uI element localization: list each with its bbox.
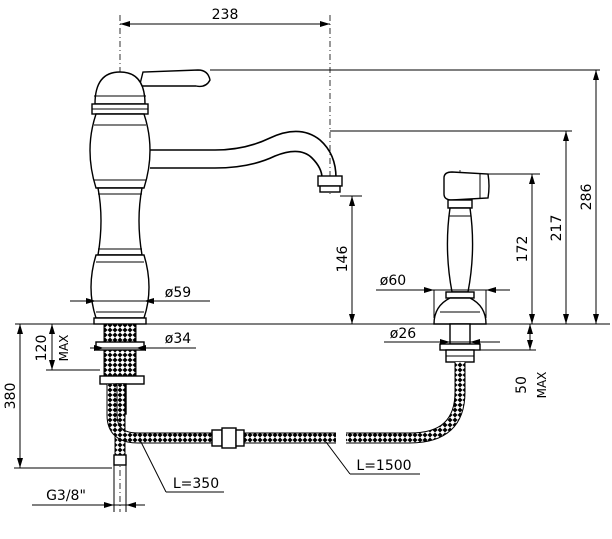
dim-thread: G3/8" <box>32 465 145 512</box>
label-hose-350: L=350 <box>173 476 219 492</box>
label-286: 286 <box>579 184 595 211</box>
spray-handle <box>446 207 474 293</box>
dim-380: 380 <box>3 324 112 469</box>
dim-146: 146 <box>335 196 355 324</box>
spray-shank <box>439 323 481 363</box>
dim-50-max: 50 MAX <box>480 324 549 398</box>
leader-350: L=350 <box>139 439 224 493</box>
label-146: 146 <box>335 246 351 273</box>
dim-dia-34: ø34 <box>90 331 196 351</box>
tap-bracket <box>99 375 145 385</box>
label-thread: G3/8" <box>46 488 86 504</box>
hoses <box>106 362 466 466</box>
dim-dia-60: ø60 <box>376 273 510 318</box>
dim-172: 172 <box>515 174 535 324</box>
aerator <box>317 175 343 187</box>
label-217: 217 <box>549 215 565 242</box>
label-238: 238 <box>212 7 239 23</box>
faucet-body <box>89 69 211 325</box>
handle-cap <box>94 71 146 105</box>
label-hose-1500: L=1500 <box>356 458 411 474</box>
spout <box>150 130 343 193</box>
upper-bulge <box>89 113 151 189</box>
waist <box>97 187 143 256</box>
dim-dia-26: ø26 <box>384 326 500 345</box>
hand-spray <box>433 171 490 325</box>
tap-nut <box>95 341 145 351</box>
spray-head <box>443 171 490 201</box>
label-380: 380 <box>3 383 19 410</box>
thread-fitting <box>113 454 127 466</box>
dim-286: 286 <box>579 70 599 324</box>
leader-1500: L=1500 <box>325 441 420 475</box>
lower-bulge <box>90 254 150 319</box>
dim-238: 238 <box>120 7 330 27</box>
label-172: 172 <box>515 236 531 263</box>
dim-217: 217 <box>549 131 569 324</box>
label-dia-59: ø59 <box>165 285 191 301</box>
hose-coupling <box>211 429 223 447</box>
label-dia-26: ø26 <box>390 326 416 342</box>
label-50: 50 <box>514 376 530 394</box>
spray-base <box>433 297 487 325</box>
lever-handle <box>139 69 211 88</box>
dim-120-max: 120 MAX <box>34 324 100 371</box>
label-max-left: MAX <box>57 335 71 362</box>
label-dia-60: ø60 <box>380 273 406 289</box>
dim-dia-59: ø59 <box>70 285 210 304</box>
label-120: 120 <box>34 335 50 362</box>
label-dia-34: ø34 <box>165 331 191 347</box>
base-plate <box>93 317 147 325</box>
label-max-right: MAX <box>535 372 549 399</box>
